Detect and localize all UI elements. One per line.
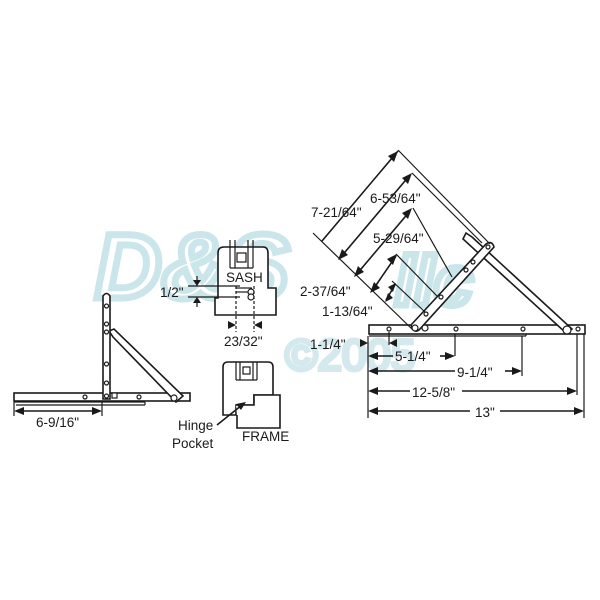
left-support-arm (107, 328, 185, 404)
frame-label: FRAME (242, 429, 289, 444)
arm-dimension-5: 1-13/64" (322, 304, 373, 319)
track-dimension-5: 13" (475, 405, 495, 420)
left-hinge: 6-9/16" (13, 292, 191, 430)
left-vertical-arm (102, 292, 111, 400)
sash-height-dimension: 1/2" (160, 285, 184, 300)
left-base-track (13, 392, 191, 402)
track-dimension-2: 5-1/4" (395, 349, 431, 364)
right-support-arm (462, 231, 574, 335)
frame-profile (236, 394, 281, 429)
arm-dimension-1: 7-21/64" (311, 205, 362, 220)
arm-dimension-4: 2-37/64" (300, 284, 351, 299)
track-dimension-1: 1-1/4" (310, 337, 346, 352)
frame-detail: FRAME Hinge Pocket (172, 361, 289, 451)
left-base-dimension: 6-9/16" (36, 415, 79, 430)
right-hinge: 7-21/64" 6-53/64" 5-29/64" 2-37/64" 1-13… (300, 149, 586, 420)
arm-dimension-2: 6-53/64" (370, 191, 421, 206)
hinge-pocket-label-1: Hinge (178, 418, 213, 433)
hinge-pocket-label-2: Pocket (172, 436, 214, 451)
arm-dimension-3: 5-29/64" (373, 231, 424, 246)
track-dimension-3: 9-1/4" (457, 365, 493, 380)
sash-label: SASH (226, 270, 263, 285)
watermark-copyright: ©2005 (285, 331, 415, 380)
sash-width-dimension: 23/32" (224, 334, 263, 349)
sash-detail: SASH 1/2" 23/32" (160, 240, 277, 349)
right-base-track (368, 324, 586, 335)
track-dimension-4: 12-5/8" (412, 385, 455, 400)
